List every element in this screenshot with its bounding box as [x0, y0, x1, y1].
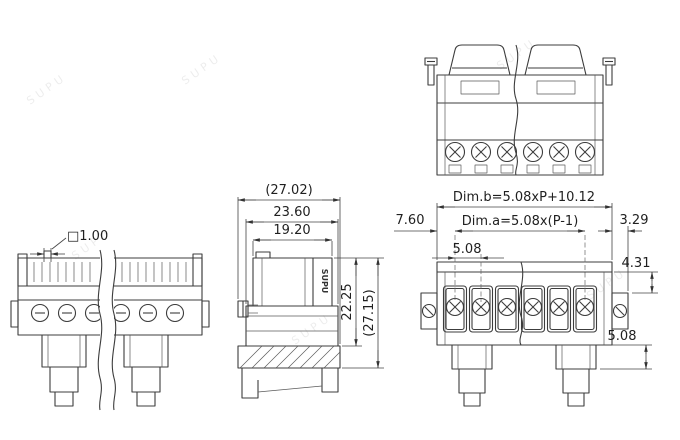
- dim-body-height-label: 22.25: [340, 283, 355, 320]
- break-gap: [100, 250, 114, 410]
- dim-pin-square-label: □1.00: [67, 229, 108, 244]
- latch-bump: [255, 251, 271, 259]
- plugged-view-dimensions: Dim.b=5.08xP+10.12 Dim.a=5.08x(P-1) 7.60…: [394, 190, 658, 370]
- break-line: [518, 261, 524, 346]
- break-line: [513, 44, 519, 176]
- watermark-text: SUPU: [179, 51, 224, 88]
- foot-left: [41, 334, 87, 407]
- cable-hood-right: [524, 44, 587, 76]
- cable-hood-left: [448, 44, 511, 76]
- dim-pitch-label: 5.08: [453, 242, 482, 257]
- side-screw: [237, 300, 258, 318]
- break-line: [97, 249, 103, 411]
- latch-slot-left: [460, 80, 500, 95]
- top-strip: [436, 261, 613, 273]
- watermark-text: SUPU: [584, 266, 629, 303]
- dim-top-width-label: 19.20: [273, 223, 310, 238]
- socket-dimensions: □1.00: [30, 229, 108, 262]
- rear-view: [424, 44, 616, 176]
- dim-total-width-formula-label: Dim.b=5.08xP+10.12: [453, 190, 595, 205]
- break-line: [111, 249, 117, 411]
- wire-entry-windows: [448, 164, 592, 174]
- brand-label: SUPU: [320, 269, 329, 294]
- dim-body-width-label: 23.60: [273, 205, 310, 220]
- dim-overall-width-label: (27.02): [265, 183, 312, 198]
- plugged-front-view: [420, 261, 629, 407]
- vent-louvers: [33, 262, 187, 282]
- foot-left: [451, 344, 493, 407]
- mount-ear-left: [10, 300, 19, 328]
- dim-foot-height-label: 5.08: [608, 329, 637, 344]
- end-cap-right: [192, 253, 203, 287]
- side-view-dimensions: (27.02) 23.60 19.20 22.25 (27.15): [237, 183, 384, 369]
- flange-screw-right: [602, 57, 616, 86]
- side-view: SUPU: [237, 251, 341, 399]
- end-cap-left: [17, 253, 28, 287]
- foot-right: [555, 344, 597, 407]
- flange-screw-left: [424, 57, 438, 86]
- rear-body: [436, 102, 604, 176]
- dim-top-offset-label: 4.31: [622, 256, 651, 271]
- solder-pin: [43, 250, 52, 259]
- latch-slot-right: [536, 80, 576, 95]
- wire-clamp-screws: [444, 141, 596, 163]
- mount-ear-right: [611, 292, 629, 330]
- watermark-text: SUPU: [24, 71, 69, 108]
- foot-right: [123, 334, 169, 407]
- mount-ear-left: [420, 292, 438, 330]
- dim-right-margin-label: 3.29: [620, 213, 649, 228]
- socket-front-view: [10, 249, 210, 411]
- dim-overall-height-label: (27.15): [362, 289, 377, 336]
- dim-left-margin-label: 7.60: [396, 213, 425, 228]
- din-rail-foot: [237, 345, 341, 399]
- mount-ear-right: [201, 300, 210, 328]
- dim-span-formula-label: Dim.a=5.08x(P-1): [462, 214, 579, 229]
- top-band: [436, 74, 604, 104]
